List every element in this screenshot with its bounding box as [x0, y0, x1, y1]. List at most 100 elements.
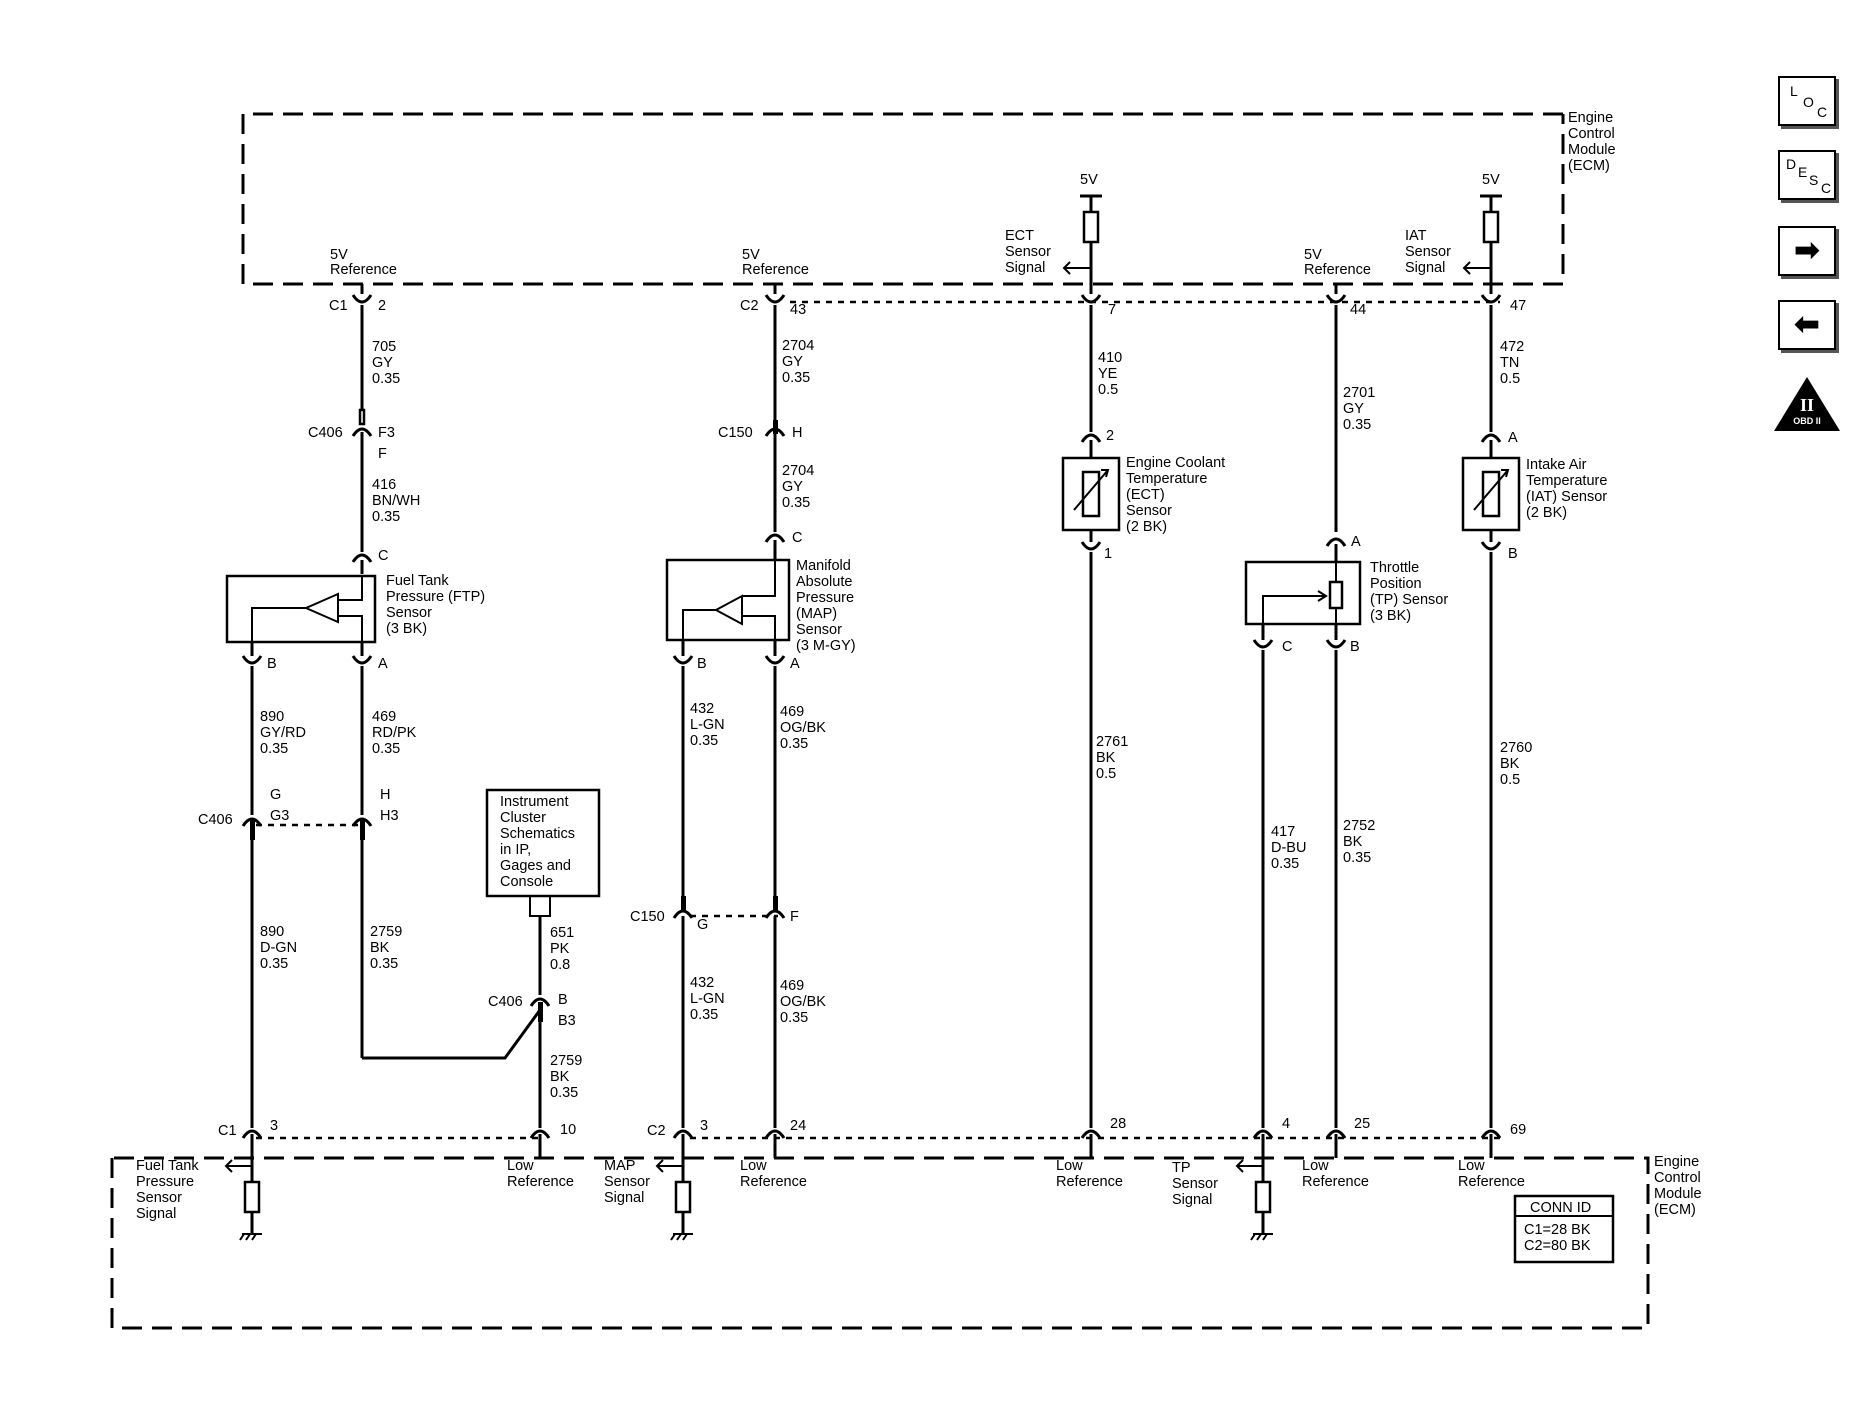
svg-text:BN/WH: BN/WH [372, 493, 420, 509]
svg-text:Control: Control [1654, 1170, 1701, 1186]
ftp-signal-label: Fuel Tank Pressure Sensor Signal [136, 1158, 199, 1222]
svg-text:Sensor: Sensor [1126, 503, 1172, 519]
ect-signal-label: ECT Sensor Signal [1005, 228, 1051, 276]
tp-signal-label: TP Sensor Signal [1172, 1160, 1218, 1208]
svg-text:2752: 2752 [1343, 818, 1375, 834]
obd-ii-button[interactable]: II OBD II [1772, 375, 1842, 435]
svg-text:PK: PK [550, 941, 570, 957]
svg-text:BK: BK [370, 940, 390, 956]
svg-text:Engine: Engine [1568, 110, 1613, 126]
svg-text:0.35: 0.35 [370, 956, 398, 972]
svg-text:F: F [790, 909, 799, 925]
svg-text:Pressure: Pressure [796, 590, 854, 606]
description-button[interactable]: D E S C [1778, 150, 1836, 200]
svg-text:469: 469 [780, 704, 804, 720]
svg-text:2761: 2761 [1096, 734, 1128, 750]
ftp-5v-label: 5V [330, 247, 348, 263]
previous-button[interactable]: ⬅ [1778, 300, 1836, 350]
svg-text:Signal: Signal [1405, 260, 1445, 276]
svg-text:0.35: 0.35 [1271, 856, 1299, 872]
next-button[interactable]: ➡ [1778, 226, 1836, 276]
svg-text:0.35: 0.35 [550, 1085, 578, 1101]
svg-text:24: 24 [790, 1118, 806, 1134]
svg-text:OG/BK: OG/BK [780, 994, 826, 1010]
svg-text:432: 432 [690, 975, 714, 991]
svg-text:Throttle: Throttle [1370, 560, 1419, 576]
svg-text:Sensor: Sensor [386, 605, 432, 621]
svg-text:469: 469 [780, 978, 804, 994]
svg-text:Control: Control [1568, 126, 1615, 142]
svg-text:7: 7 [1108, 302, 1116, 318]
svg-text:GY: GY [782, 354, 803, 370]
svg-text:Sensor: Sensor [796, 622, 842, 638]
svg-text:B3: B3 [558, 1013, 576, 1029]
svg-text:Absolute: Absolute [796, 574, 852, 590]
svg-text:C: C [378, 548, 388, 564]
ecm-bottom-label: Engine Control Module (ECM) [1654, 1154, 1702, 1218]
ftp-circuit: 5V Reference C1 2 705 GY 0.35 C406 F3 F … [136, 247, 601, 1241]
svg-text:F3: F3 [378, 425, 395, 441]
svg-text:2704: 2704 [782, 463, 814, 479]
svg-text:69: 69 [1510, 1122, 1526, 1138]
svg-text:2760: 2760 [1500, 740, 1532, 756]
svg-text:in IP,: in IP, [500, 842, 531, 858]
svg-text:2: 2 [378, 298, 386, 314]
svg-text:ECT: ECT [1005, 228, 1034, 244]
svg-text:3: 3 [270, 1118, 278, 1134]
svg-text:0.35: 0.35 [372, 741, 400, 757]
svg-text:Reference: Reference [507, 1174, 574, 1190]
conn-id-table: CONN ID C1=28 BK C2=80 BK [1513, 1194, 1615, 1264]
svg-text:Signal: Signal [1005, 260, 1045, 276]
svg-text:(3 BK): (3 BK) [1370, 608, 1411, 624]
svg-text:2704: 2704 [782, 338, 814, 354]
iat-signal-label: IAT Sensor Signal [1405, 228, 1451, 276]
location-button[interactable]: L O C [1778, 76, 1836, 126]
svg-text:(IAT) Sensor: (IAT) Sensor [1526, 489, 1607, 505]
svg-text:Low: Low [1302, 1158, 1329, 1174]
svg-text:47: 47 [1510, 298, 1526, 314]
svg-text:Engine Coolant: Engine Coolant [1126, 455, 1225, 471]
svg-text:BK: BK [1500, 756, 1520, 772]
svg-text:A: A [1351, 534, 1361, 550]
svg-text:890: 890 [260, 709, 284, 725]
ecm-top-label: Engine Control Module (ECM) [1568, 110, 1616, 174]
svg-text:A: A [1508, 430, 1518, 446]
svg-text:Reference: Reference [740, 1174, 807, 1190]
svg-text:4: 4 [1282, 1116, 1290, 1132]
svg-text:TP: TP [1172, 1160, 1191, 1176]
svg-text:B: B [1350, 639, 1360, 655]
svg-text:0.35: 0.35 [782, 495, 810, 511]
svg-text:Sensor: Sensor [136, 1190, 182, 1206]
svg-text:(2 BK): (2 BK) [1526, 505, 1567, 521]
svg-text:0.8: 0.8 [550, 957, 570, 973]
svg-text:Reference: Reference [1458, 1174, 1525, 1190]
svg-text:Sensor: Sensor [604, 1174, 650, 1190]
svg-text:Intake Air: Intake Air [1526, 457, 1587, 473]
svg-text:Sensor: Sensor [1172, 1176, 1218, 1192]
svg-text:Gages and: Gages and [500, 858, 571, 874]
svg-text:Position: Position [1370, 576, 1422, 592]
svg-text:C1: C1 [329, 298, 348, 314]
map-signal-label: MAP Sensor Signal [604, 1158, 650, 1206]
ect-circuit: 5V ECT Sensor Signal 7 410 YE 0.5 2 Engi… [1005, 172, 1225, 1190]
svg-text:C1: C1 [218, 1123, 237, 1139]
iat-circuit: 5V IAT Sensor Signal 47 472 TN 0.5 A Int… [1405, 172, 1607, 1190]
svg-text:Low: Low [1056, 1158, 1083, 1174]
svg-text:Low: Low [740, 1158, 767, 1174]
svg-text:GY: GY [1343, 401, 1364, 417]
svg-text:(ECM): (ECM) [1654, 1202, 1696, 1218]
svg-text:0.35: 0.35 [260, 741, 288, 757]
svg-text:416: 416 [372, 477, 396, 493]
svg-text:0.5: 0.5 [1500, 772, 1520, 788]
svg-text:Pressure: Pressure [136, 1174, 194, 1190]
svg-text:Low: Low [507, 1158, 534, 1174]
svg-text:0.35: 0.35 [782, 370, 810, 386]
svg-text:F: F [378, 446, 387, 462]
svg-text:(MAP): (MAP) [796, 606, 837, 622]
svg-text:2759: 2759 [550, 1053, 582, 1069]
svg-text:(3 M-GY): (3 M-GY) [796, 638, 856, 654]
svg-text:Sensor: Sensor [1005, 244, 1051, 260]
map-circuit: 5V Reference C2 43 2704 GY 0.35 C150 H 2… [604, 247, 856, 1241]
svg-text:28: 28 [1110, 1116, 1126, 1132]
svg-text:TN: TN [1500, 355, 1519, 371]
